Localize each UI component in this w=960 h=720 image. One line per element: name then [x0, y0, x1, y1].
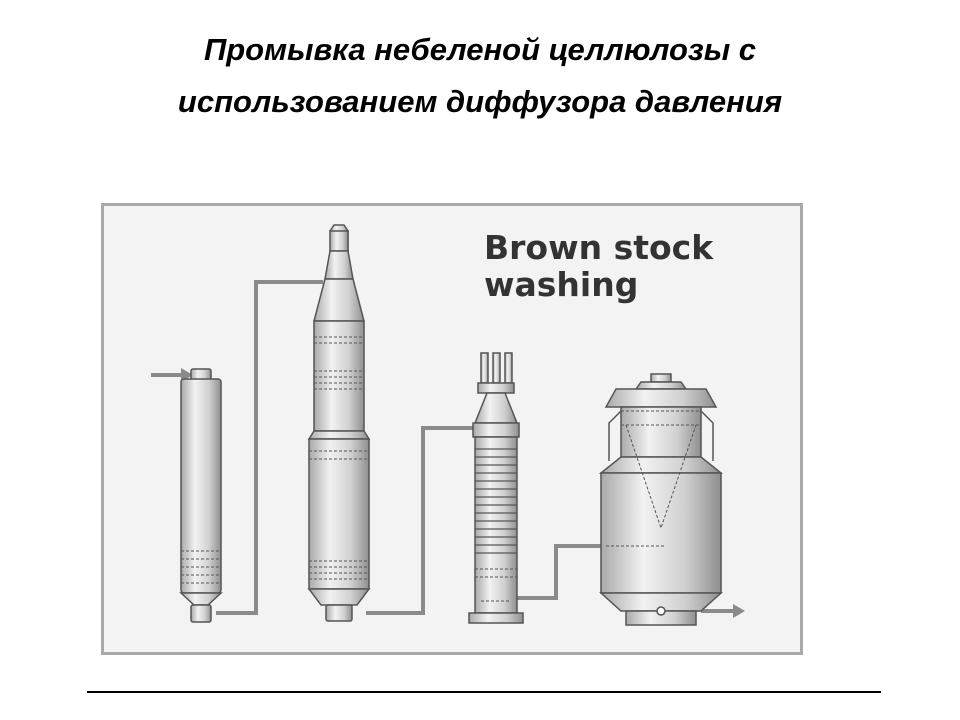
- diagram-caption-line-2: washing: [484, 265, 638, 304]
- digester-tower: [307, 224, 371, 622]
- pipe-tank-to-tower: [216, 280, 323, 615]
- slide-title-line-1: Промывка небеленой целлюлозы с: [203, 32, 757, 67]
- feed-tank: [179, 368, 223, 623]
- pressure-diffuser: [468, 352, 524, 624]
- brown-stock-washing-diagram: Brown stock washing: [101, 203, 803, 655]
- storage-tank: [598, 373, 724, 626]
- outlet-arrow-icon: [733, 604, 745, 618]
- pipe-network: [151, 280, 733, 615]
- pipe-tower-to-diffuser: [366, 426, 483, 615]
- slide-title: Промывка небеленой целлюлозы с использов…: [40, 24, 920, 128]
- footer-rule: [87, 691, 881, 693]
- slide-title-line-2: использованием диффузора давления: [177, 84, 783, 119]
- pipe-diffuser-to-storage: [513, 544, 606, 600]
- diagram-canvas: Brown stock washing: [101, 203, 803, 655]
- diagram-caption-line-1: Brown stock: [484, 228, 714, 267]
